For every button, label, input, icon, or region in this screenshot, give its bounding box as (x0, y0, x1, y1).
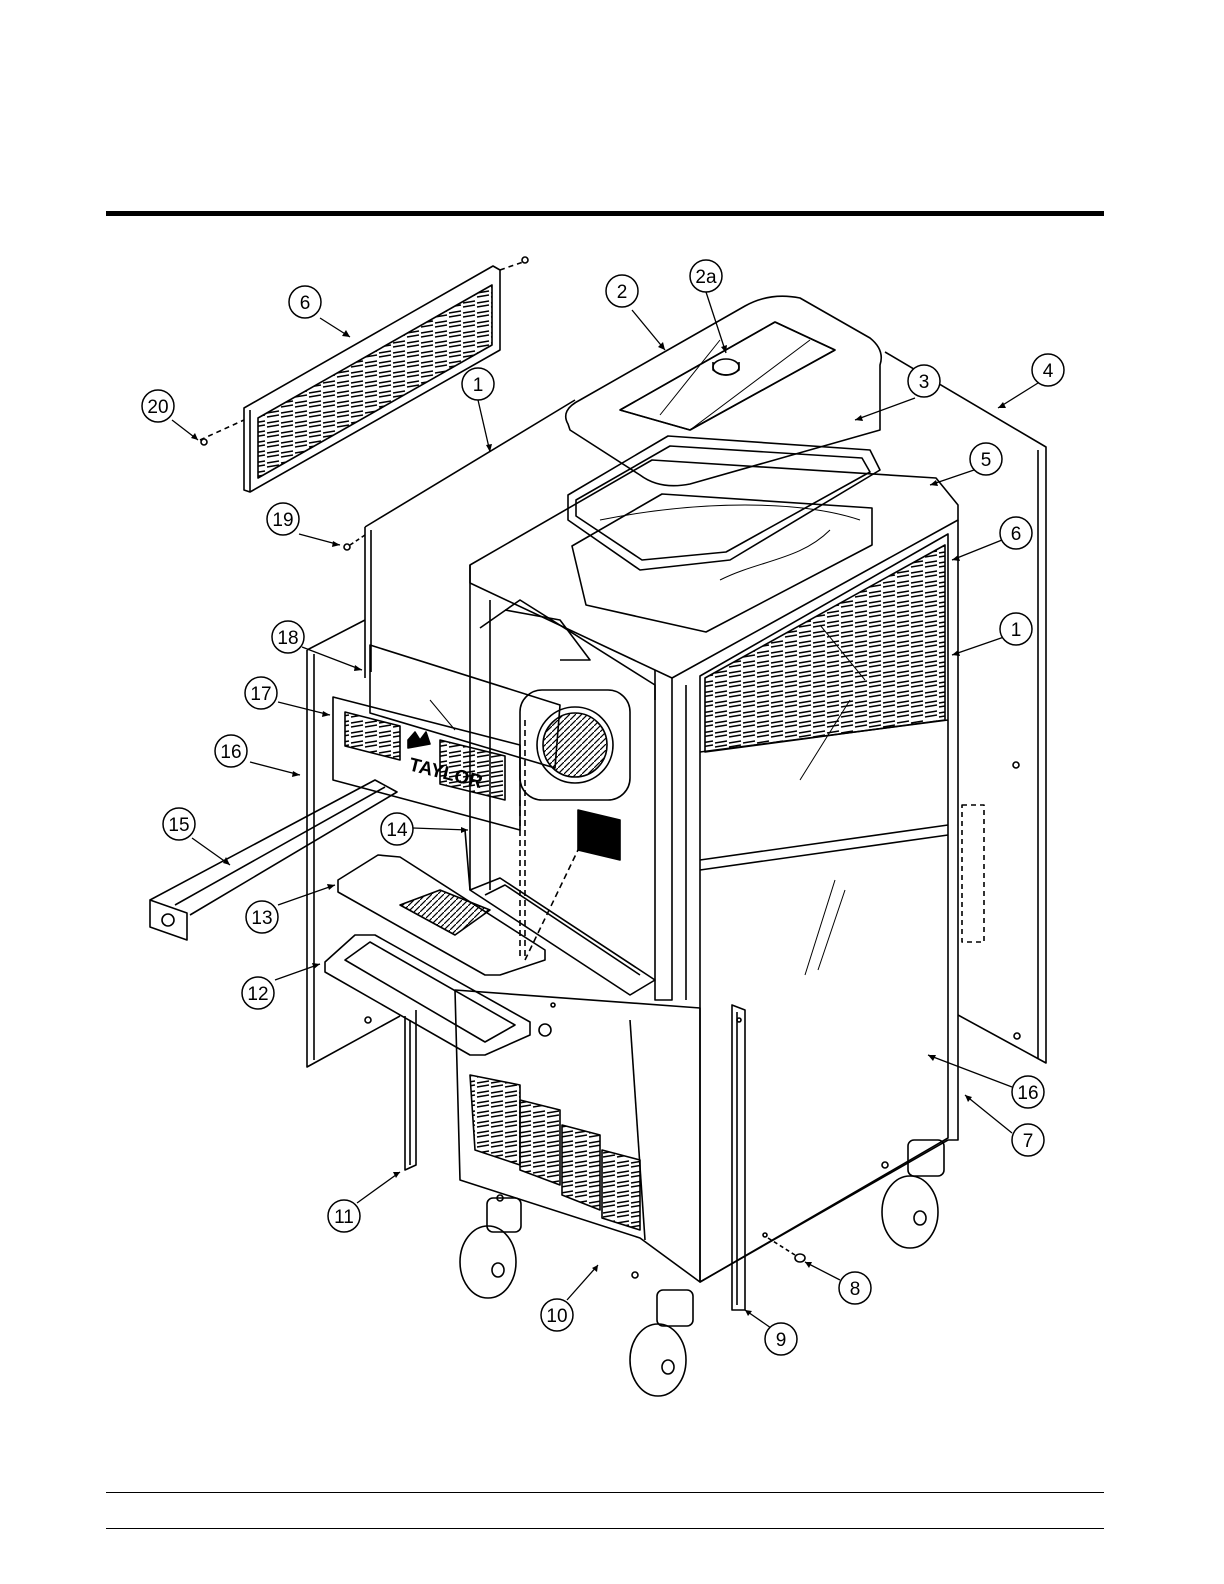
callout-c17: 17 (245, 677, 277, 709)
callout-c5: 5 (970, 443, 1002, 475)
callout-c9: 9 (765, 1323, 797, 1355)
front-trim-strip (732, 1005, 745, 1310)
hopper-cover (566, 296, 882, 486)
callout-label: 2a (695, 267, 717, 288)
callout-c1b: 1 (1000, 613, 1032, 645)
callout-c14: 14 (381, 813, 413, 845)
callout-label: 8 (850, 1279, 861, 1300)
callout-label: 6 (300, 293, 311, 314)
callout-label: 12 (247, 984, 268, 1005)
callout-label: 4 (1043, 361, 1054, 382)
callout-c3: 3 (908, 365, 940, 397)
callout-c16b: 16 (1012, 1076, 1044, 1108)
drip-well (470, 878, 655, 995)
callout-c2a: 2a (690, 260, 722, 292)
callout-label: 11 (334, 1207, 354, 1228)
callout-label: 7 (1023, 1131, 1034, 1152)
callout-label: 20 (147, 397, 168, 418)
freezer-door-assembly (480, 600, 655, 960)
callout-c18: 18 (272, 621, 304, 653)
callout-c11: 11 (328, 1200, 360, 1232)
callout-c6b: 6 (1000, 517, 1032, 549)
drip-tray (325, 935, 530, 1055)
callout-label: 3 (919, 372, 930, 393)
callout-label: 2 (617, 282, 628, 303)
caster-front-right (630, 1290, 693, 1396)
callout-c7: 7 (1012, 1124, 1044, 1156)
callout-c20: 20 (142, 390, 174, 422)
caster-rear-right (882, 1140, 944, 1248)
lower-side-bracket (405, 1010, 416, 1170)
callout-label: 14 (386, 820, 408, 841)
callout-c12: 12 (242, 977, 274, 1009)
callout-label: 10 (546, 1306, 567, 1327)
callout-c15: 15 (163, 808, 195, 840)
callout-label: 15 (168, 815, 189, 836)
callout-label: 19 (272, 510, 293, 531)
callout-label: 6 (1011, 524, 1022, 545)
callout-c1a: 1 (462, 368, 494, 400)
callout-label: 1 (473, 375, 484, 396)
callout-c2: 2 (606, 275, 638, 307)
callout-label: 18 (277, 628, 298, 649)
callout-label: 13 (251, 908, 272, 929)
callout-c19: 19 (267, 503, 299, 535)
callout-c16a: 16 (215, 735, 247, 767)
callout-c8: 8 (839, 1272, 871, 1304)
caster-front-left (460, 1198, 521, 1298)
hopper-gasket (568, 436, 880, 570)
main-cabinet (455, 460, 958, 1282)
callout-c13: 13 (246, 901, 278, 933)
screw-19 (344, 535, 365, 550)
drip-tray-insert (338, 855, 545, 975)
callout-label: 16 (1017, 1083, 1038, 1104)
callout-label: 1 (1011, 620, 1022, 641)
callout-c4: 4 (1032, 354, 1064, 386)
screw-8 (763, 1233, 805, 1262)
callout-label: 9 (776, 1330, 787, 1351)
callout-c10: 10 (541, 1299, 573, 1331)
callout-label: 16 (220, 742, 241, 763)
callout-label: 17 (250, 684, 271, 705)
callout-label: 5 (981, 450, 992, 471)
left-side-panel (307, 620, 400, 1067)
callout-c6a: 6 (289, 286, 321, 318)
